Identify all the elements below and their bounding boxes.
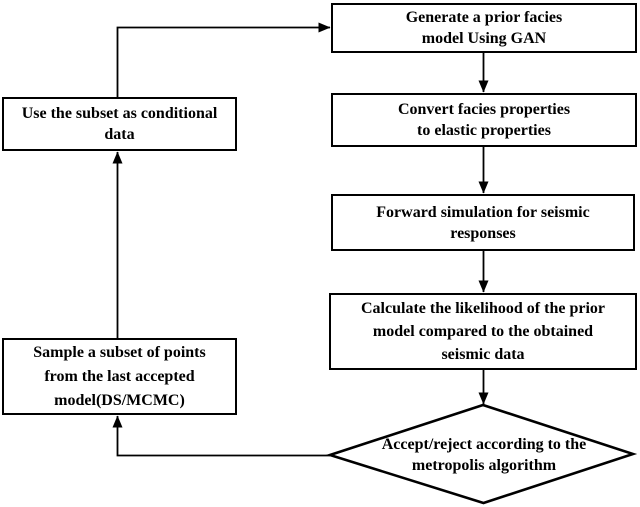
node-forward-simulation: Forward simulation for seismic responses bbox=[331, 194, 635, 251]
node-convert-facies-properties: Convert facies properties to elastic pro… bbox=[331, 93, 637, 147]
edge-accept-to-sample bbox=[112, 415, 330, 457]
accept-reject-diamond bbox=[325, 403, 638, 505]
edge-use-subset-to-generate bbox=[116, 22, 331, 97]
node-generate-prior-facies: Generate a prior facies model Using GAN bbox=[331, 3, 637, 53]
node-calculate-likelihood: Calculate the likelihood of the prior mo… bbox=[329, 293, 637, 370]
node-use-subset-conditional-data: Use the subset as conditional data bbox=[2, 97, 237, 151]
node-sample-subset-points: Sample a subset of points from the last … bbox=[2, 338, 237, 415]
accept-reject-diamond-label: Accept/reject according to the metropoli… bbox=[381, 436, 587, 474]
